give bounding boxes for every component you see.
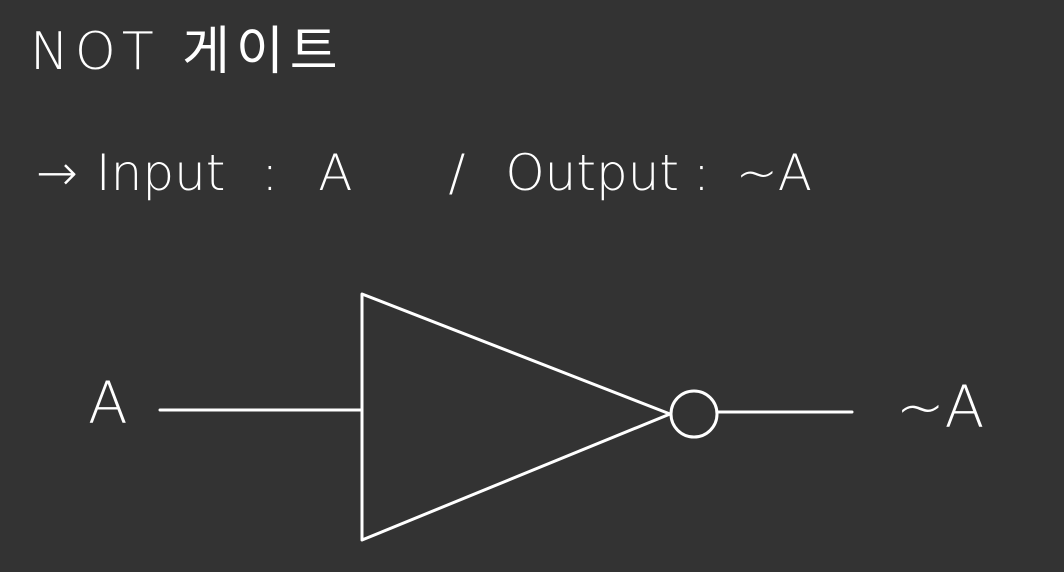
output-label: Output [505,144,679,202]
io-description: → Input : A / Output : ~A [36,148,812,198]
gate-input-label: A [88,369,128,437]
input-value: A [318,144,353,202]
gate-triangle [360,292,672,542]
output-colon: : [693,144,710,202]
inversion-bubble [669,389,719,439]
input-label: Input [95,144,226,202]
arrow-icon: → [36,144,78,202]
separator-slash: / [448,144,466,202]
page-title: NOT 게이트 [30,22,344,82]
gate-output-label: ~A [896,373,985,441]
output-value: ~A [735,144,812,202]
input-colon: : [261,144,279,202]
